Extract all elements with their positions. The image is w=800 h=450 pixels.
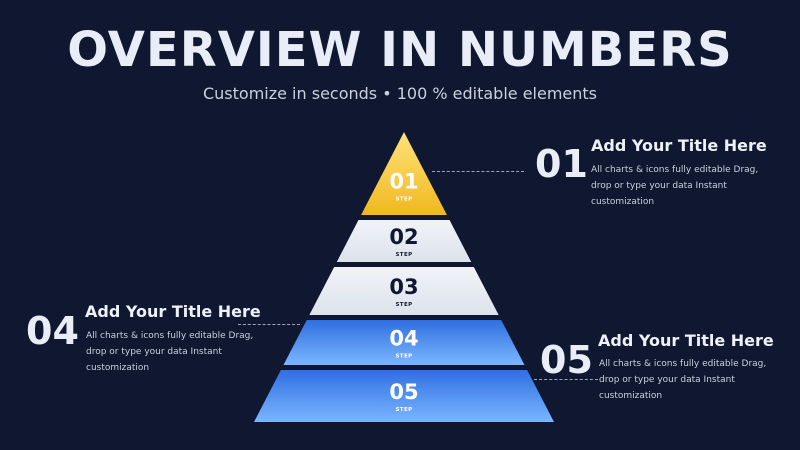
callout-description: All charts & icons fully editable Drag, … <box>86 331 254 373</box>
page-title: OVERVIEW IN NUMBERS <box>67 22 733 78</box>
callout-description: All charts & icons fully editable Drag, … <box>599 359 767 401</box>
callout-title: Add Your Title Here <box>85 302 261 321</box>
tier-step-label: STEP <box>395 252 412 258</box>
callout-number: 05 <box>540 338 593 382</box>
pyramid-tier-shape <box>254 370 554 422</box>
tier-step-label: STEP <box>395 197 412 203</box>
tier-number-label: 05 <box>389 380 418 404</box>
tier-number-label: 03 <box>389 275 418 299</box>
leader-line-01 <box>432 171 524 172</box>
callout-title: Add Your Title Here <box>598 331 774 350</box>
callout-number: 01 <box>535 142 588 186</box>
pyramid-tier-shape <box>309 267 499 315</box>
callout-description: All charts & icons fully editable Drag, … <box>591 165 759 207</box>
tier-step-label: STEP <box>395 354 412 360</box>
leader-line-04 <box>238 324 300 325</box>
tier-step-label: STEP <box>395 302 412 308</box>
pyramid-tier-shape <box>361 132 447 215</box>
pyramid-tier-shape <box>336 220 472 262</box>
callout-number: 04 <box>26 309 79 353</box>
tier-step-label: STEP <box>395 407 412 413</box>
leader-line-05 <box>534 379 598 380</box>
tier-number-label: 04 <box>389 327 418 351</box>
page-subtitle: Customize in seconds • 100 % editable el… <box>202 84 598 103</box>
tier-number-label: 01 <box>389 170 418 194</box>
pyramid-tier-shape <box>283 320 525 365</box>
callout-title: Add Your Title Here <box>591 136 767 155</box>
tier-number-label: 02 <box>389 225 418 249</box>
